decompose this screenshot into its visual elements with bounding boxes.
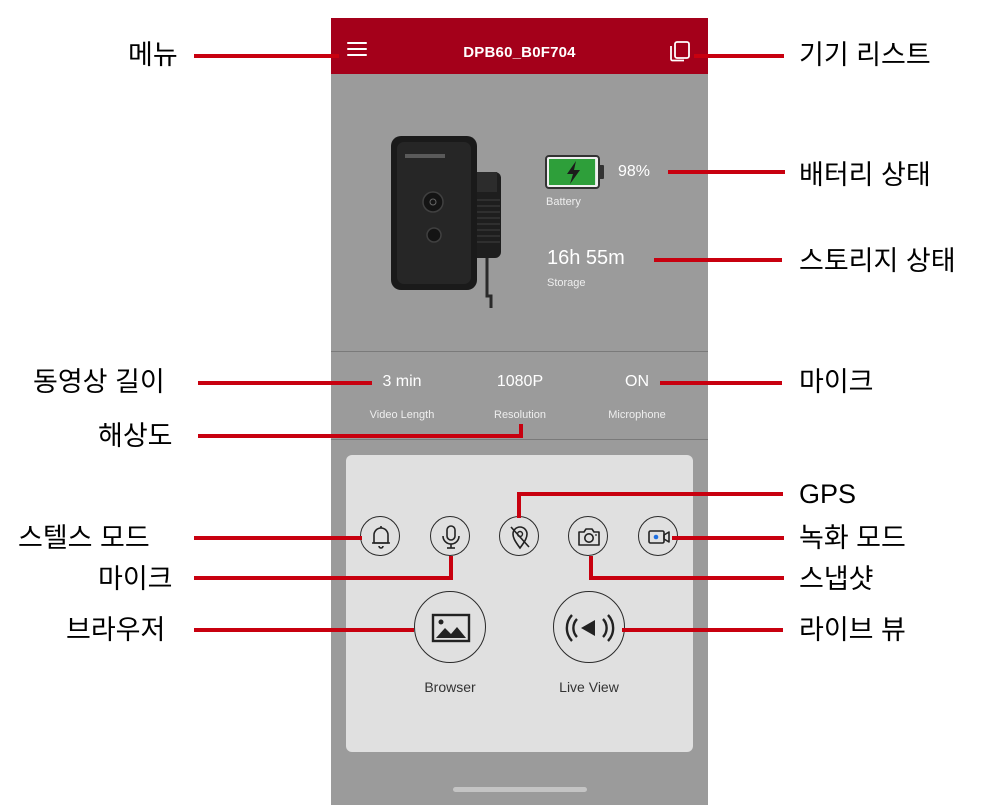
live-stream-icon	[565, 614, 615, 642]
stealth-mode-button[interactable]	[360, 516, 400, 556]
annotation-line	[589, 556, 593, 580]
annotation-line	[194, 54, 339, 58]
annotation-live-view: 라이브 뷰	[799, 615, 906, 645]
snapshot-button[interactable]	[568, 516, 608, 556]
camera-icon	[578, 528, 600, 546]
live-view-button[interactable]	[553, 591, 625, 663]
annotation-line	[589, 576, 784, 580]
annotation-line	[194, 576, 453, 580]
annotation-line	[194, 628, 414, 632]
microphone-icon	[442, 525, 460, 549]
microphone-value[interactable]: ON	[625, 373, 649, 390]
gps-off-icon	[510, 526, 530, 550]
storage-label: Storage	[547, 277, 586, 289]
microphone-label: Microphone	[608, 409, 666, 421]
device-list-icon	[670, 41, 690, 62]
hamburger-menu-icon-bar	[347, 54, 367, 56]
annotation-line	[517, 492, 783, 496]
storage-remaining: 16h 55m	[547, 247, 625, 269]
annotation-microphone-status: 마이크	[799, 367, 874, 397]
browser-button[interactable]	[414, 591, 486, 663]
annotation-line	[519, 424, 523, 438]
annotation-line	[672, 536, 784, 540]
annotation-storage: 스토리지 상태	[799, 246, 956, 276]
annotation-line	[517, 492, 521, 518]
home-indicator[interactable]	[453, 787, 587, 792]
battery-charging-icon	[545, 155, 604, 189]
annotation-record-mode: 녹화 모드	[799, 523, 906, 553]
annotation-snapshot: 스냅샷	[799, 564, 874, 594]
annotation-line	[449, 556, 453, 580]
annotation-menu: 메뉴	[128, 40, 178, 70]
annotation-line	[622, 628, 783, 632]
annotation-gps: GPS	[799, 479, 857, 509]
video-length-label: Video Length	[369, 409, 435, 421]
top-bar: DPB60_B0F704	[331, 18, 708, 74]
hamburger-menu-icon	[347, 42, 367, 44]
device-list-button[interactable]	[669, 40, 691, 62]
battery-label: Battery	[546, 196, 581, 208]
live-view-label: Live View	[559, 679, 619, 695]
annotation-line	[694, 54, 784, 58]
annotation-device-list: 기기 리스트	[799, 40, 931, 70]
divider	[331, 351, 708, 352]
bell-icon	[372, 526, 390, 549]
device-title: DPB60_B0F704	[463, 44, 576, 61]
annotation-resolution: 해상도	[98, 421, 173, 451]
annotation-stealth-mode: 스텔스 모드	[18, 523, 150, 553]
annotation-line	[198, 434, 522, 438]
annotation-line	[194, 536, 362, 540]
divider	[331, 439, 708, 440]
annotation-line	[668, 170, 785, 174]
battery-percentage: 98%	[618, 163, 651, 180]
annotation-microphone-button: 마이크	[98, 564, 173, 594]
annotation-line	[654, 258, 782, 262]
browser-label: Browser	[424, 679, 476, 695]
image-gallery-icon	[431, 613, 471, 643]
annotation-battery: 배터리 상태	[799, 160, 931, 190]
annotation-line	[198, 381, 372, 385]
resolution-label: Resolution	[494, 409, 546, 421]
microphone-button[interactable]	[430, 516, 470, 556]
gps-button[interactable]	[499, 516, 539, 556]
resolution-value[interactable]: 1080P	[496, 373, 544, 390]
camera-device-image	[391, 136, 501, 308]
video-camera-icon	[648, 530, 670, 544]
annotation-video-length: 동영상 길이	[33, 367, 165, 397]
app-screen: DPB60_B0F704 98%	[331, 18, 708, 805]
menu-button[interactable]	[347, 42, 367, 58]
video-length-value[interactable]: 3 min	[382, 373, 422, 390]
annotation-line	[660, 381, 782, 385]
hamburger-menu-icon-bar	[347, 48, 367, 50]
annotation-browser: 브라우저	[66, 615, 166, 645]
